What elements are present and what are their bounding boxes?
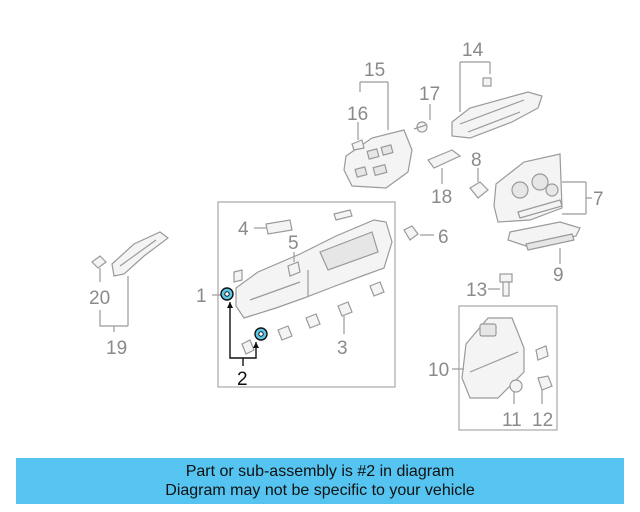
callout-14: 14 xyxy=(462,40,484,61)
parts-diagram: 14 15 16 17 18 8 7 xyxy=(89,40,604,431)
instrument-panel-carrier-part xyxy=(235,219,393,319)
info-banner: Part or sub-assembly is #2 in diagram Di… xyxy=(16,458,624,504)
callout-10: 10 xyxy=(428,360,449,381)
callout-2: 2 xyxy=(237,369,248,390)
screw-17-part xyxy=(413,121,428,133)
clip-5-part xyxy=(287,261,301,277)
lower-trim-part xyxy=(507,221,581,251)
banner-line-1: Part or sub-assembly is #2 in diagram xyxy=(185,463,455,480)
leader-2 xyxy=(229,302,257,366)
callout-13: 13 xyxy=(466,280,487,301)
bolt-6-part xyxy=(403,225,419,241)
glove-box-latch-part xyxy=(482,77,492,87)
highlighted-part-2-lower xyxy=(254,327,268,341)
clip-small-part xyxy=(233,269,243,283)
callout-16: 16 xyxy=(347,104,368,125)
bracket-18-part xyxy=(427,149,462,169)
banner-line-2: Diagram may not be specific to your vehi… xyxy=(165,482,475,499)
leader-2-arrow-lower xyxy=(253,342,259,348)
callout-18: 18 xyxy=(431,187,452,208)
callout-15: 15 xyxy=(364,60,385,81)
callout-9: 9 xyxy=(553,265,564,286)
center-bezel-part xyxy=(343,129,413,189)
side-clip-part xyxy=(91,255,107,269)
callout-4: 4 xyxy=(238,219,249,240)
callout-1: 1 xyxy=(196,286,207,307)
callout-20: 20 xyxy=(89,288,110,309)
nut-3-part xyxy=(337,301,353,317)
console-clip-part xyxy=(535,345,549,361)
callout-17: 17 xyxy=(419,84,440,105)
callout-12: 12 xyxy=(532,410,553,431)
bolt-13-part xyxy=(499,273,513,297)
highlighted-part-2-upper xyxy=(220,287,234,301)
bezel-clip-part xyxy=(351,139,365,151)
callout-7: 7 xyxy=(593,189,604,210)
leader-15 xyxy=(359,81,389,130)
clip-8-part xyxy=(469,181,489,199)
console-group-box xyxy=(458,305,558,431)
screw-12-part xyxy=(537,375,553,391)
side-bracket-part xyxy=(111,231,169,277)
nut-d-part xyxy=(241,339,255,355)
callout-11: 11 xyxy=(502,410,522,431)
leader-7 xyxy=(562,181,592,215)
glove-box-part xyxy=(451,91,543,139)
cluster-bezel-part xyxy=(493,153,563,223)
nut-a-part xyxy=(305,313,321,329)
nut-b-part xyxy=(277,325,293,341)
console-part xyxy=(461,317,525,399)
callout-19: 19 xyxy=(106,338,127,359)
nut-c-part xyxy=(369,281,385,297)
clip-top-part xyxy=(333,209,353,221)
leader-14 xyxy=(459,61,491,112)
callout-3: 3 xyxy=(337,338,348,359)
leader-19 xyxy=(99,276,129,332)
bracket-4-part xyxy=(265,219,293,235)
callout-5: 5 xyxy=(288,233,299,254)
callout-8: 8 xyxy=(471,150,482,171)
callout-6: 6 xyxy=(438,227,449,248)
screw-11-part xyxy=(509,379,523,393)
leader-2-arrow-upper xyxy=(227,302,233,308)
